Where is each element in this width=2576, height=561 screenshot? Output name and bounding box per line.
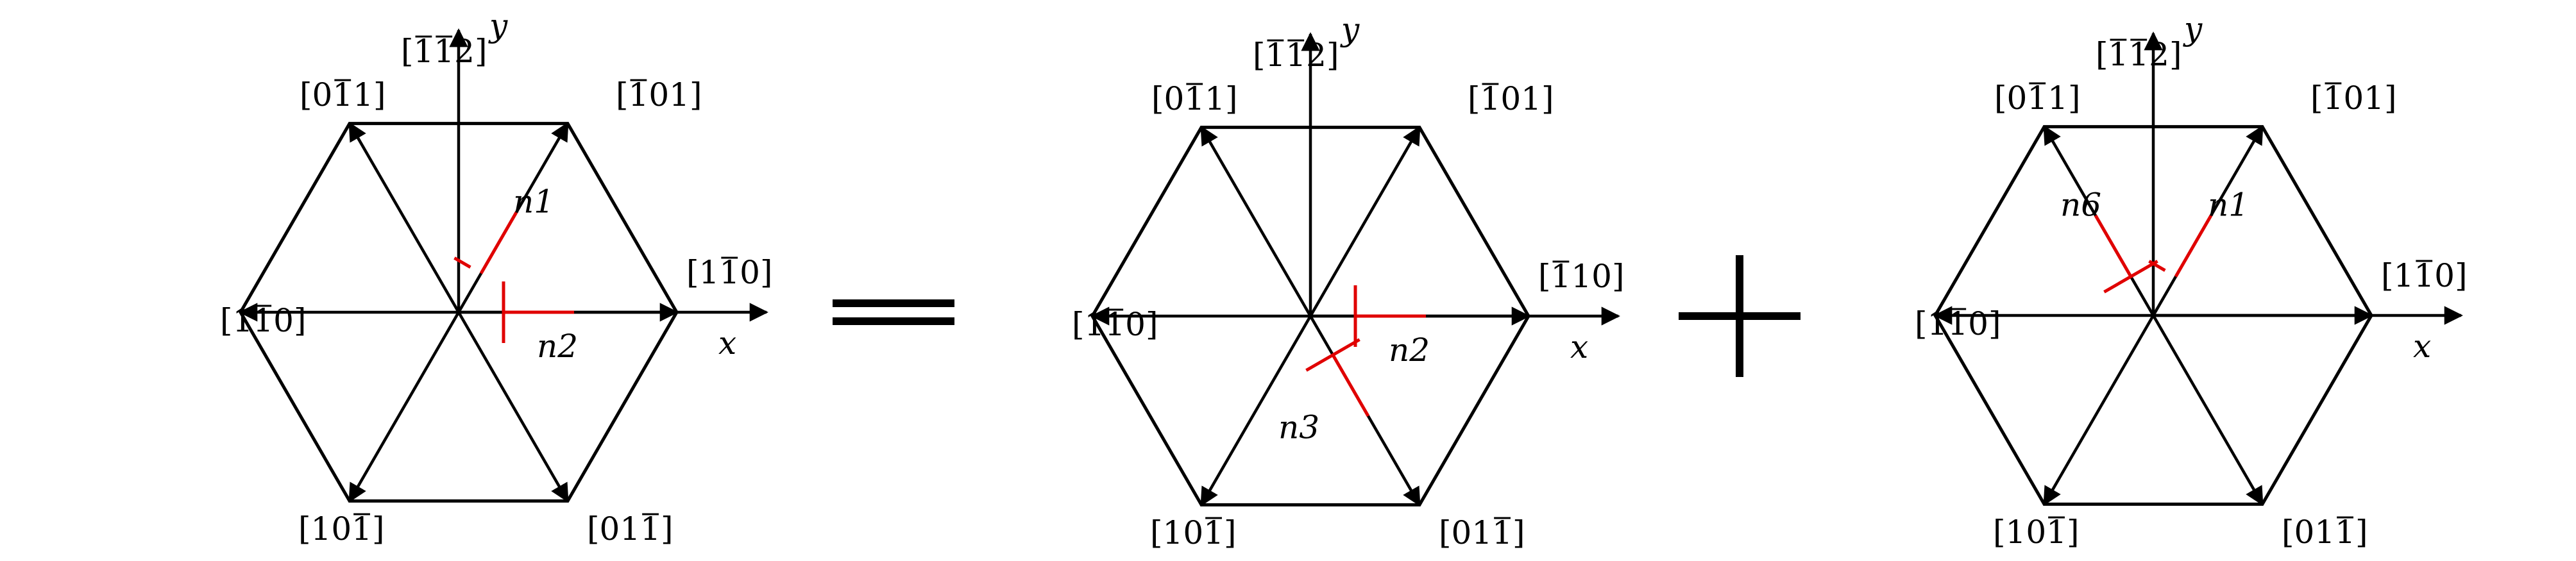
- direction-label-lower-right: [011]: [2282, 514, 2368, 551]
- spoke-lower-left-arrow: [1200, 315, 1312, 507]
- direction-label-right: [110]: [686, 254, 772, 291]
- normal-n3: n3: [1278, 338, 1370, 446]
- y-axis-label: y: [1340, 11, 1360, 48]
- panel-layer: x y [110] [101] [112] [011] [110] [101] [011] n1 n…: [220, 7, 2467, 551]
- spoke-lower-left-arrow: [2043, 314, 2155, 506]
- direction-label-upper-left: [011]: [300, 76, 386, 113]
- normal-segment: [2094, 214, 2133, 278]
- direction-label-left: [110]: [1915, 305, 2001, 342]
- x-axis-label: x: [1570, 328, 1588, 365]
- spoke-upper-left-arrow: [348, 122, 460, 314]
- spoke-upper-right-arrow: [1309, 126, 1421, 317]
- normal-tick: [1305, 338, 1360, 372]
- direction-label-upper-right: [101]: [2310, 80, 2396, 117]
- spoke-lower-right-arrow: [457, 311, 569, 503]
- normal-tick: [2148, 260, 2166, 272]
- direction-label-upper-right: [101]: [1468, 80, 1554, 117]
- normal-label: n2: [1389, 331, 1430, 369]
- direction-label-left: [110]: [220, 302, 306, 339]
- normal-label: n1: [513, 183, 554, 221]
- normal-tick: [453, 256, 471, 269]
- direction-label-lower-left: [101]: [1993, 514, 2079, 551]
- direction-label-right: [110]: [2381, 257, 2467, 294]
- normal-label: n1: [2208, 187, 2249, 224]
- direction-label-upper-right: [101]: [616, 76, 702, 113]
- x-axis-label: x: [2413, 328, 2431, 365]
- spoke-lower-right-arrow: [2152, 314, 2264, 506]
- direction-label-top: [112]: [1253, 37, 1339, 74]
- normal-segment: [1331, 354, 1370, 417]
- x-axis-label: x: [718, 324, 736, 362]
- direction-label-upper-left: [011]: [1994, 80, 2080, 117]
- normal-segment: [479, 211, 518, 274]
- direction-label-top: [112]: [401, 33, 487, 70]
- operator-layer: [833, 255, 1801, 377]
- normal-tick: [2103, 260, 2158, 294]
- panel-2: x y [110] [101] [112] [011] [110] [101] [011] n2 n…: [1072, 11, 1624, 551]
- direction-label-lower-left: [101]: [298, 510, 384, 548]
- spoke-upper-left-arrow: [1200, 126, 1312, 317]
- normal-n6: n6: [2060, 187, 2158, 294]
- panel-1: x y [110] [101] [112] [011] [110] [101] [011] n1 n…: [220, 7, 772, 548]
- direction-label-left: [110]: [1072, 306, 1158, 343]
- direction-label-lower-right: [011]: [1439, 514, 1525, 551]
- direction-label-lower-left: [101]: [1150, 514, 1236, 551]
- normal-n1: n1: [2148, 187, 2249, 278]
- direction-label-top: [112]: [2096, 36, 2182, 73]
- direction-label-upper-left: [011]: [1151, 80, 1237, 117]
- normal-n1: n1: [453, 183, 554, 274]
- panel-3: x y [110] [101] [112] [011] [110] [101] [011] n6 n…: [1915, 10, 2467, 551]
- normal-n2: n2: [502, 281, 578, 365]
- direction-label-lower-right: [011]: [587, 510, 673, 548]
- normal-label: n6: [2060, 187, 2101, 224]
- spoke-lower-left-arrow: [348, 311, 460, 503]
- normal-n2: n2: [1353, 285, 1430, 369]
- normal-label: n3: [1278, 408, 1319, 446]
- y-axis-label: y: [488, 7, 508, 44]
- y-axis-label: y: [2183, 10, 2203, 47]
- normal-segment: [2174, 214, 2213, 278]
- normal-label: n2: [537, 328, 578, 365]
- direction-label-right: [110]: [1538, 258, 1624, 295]
